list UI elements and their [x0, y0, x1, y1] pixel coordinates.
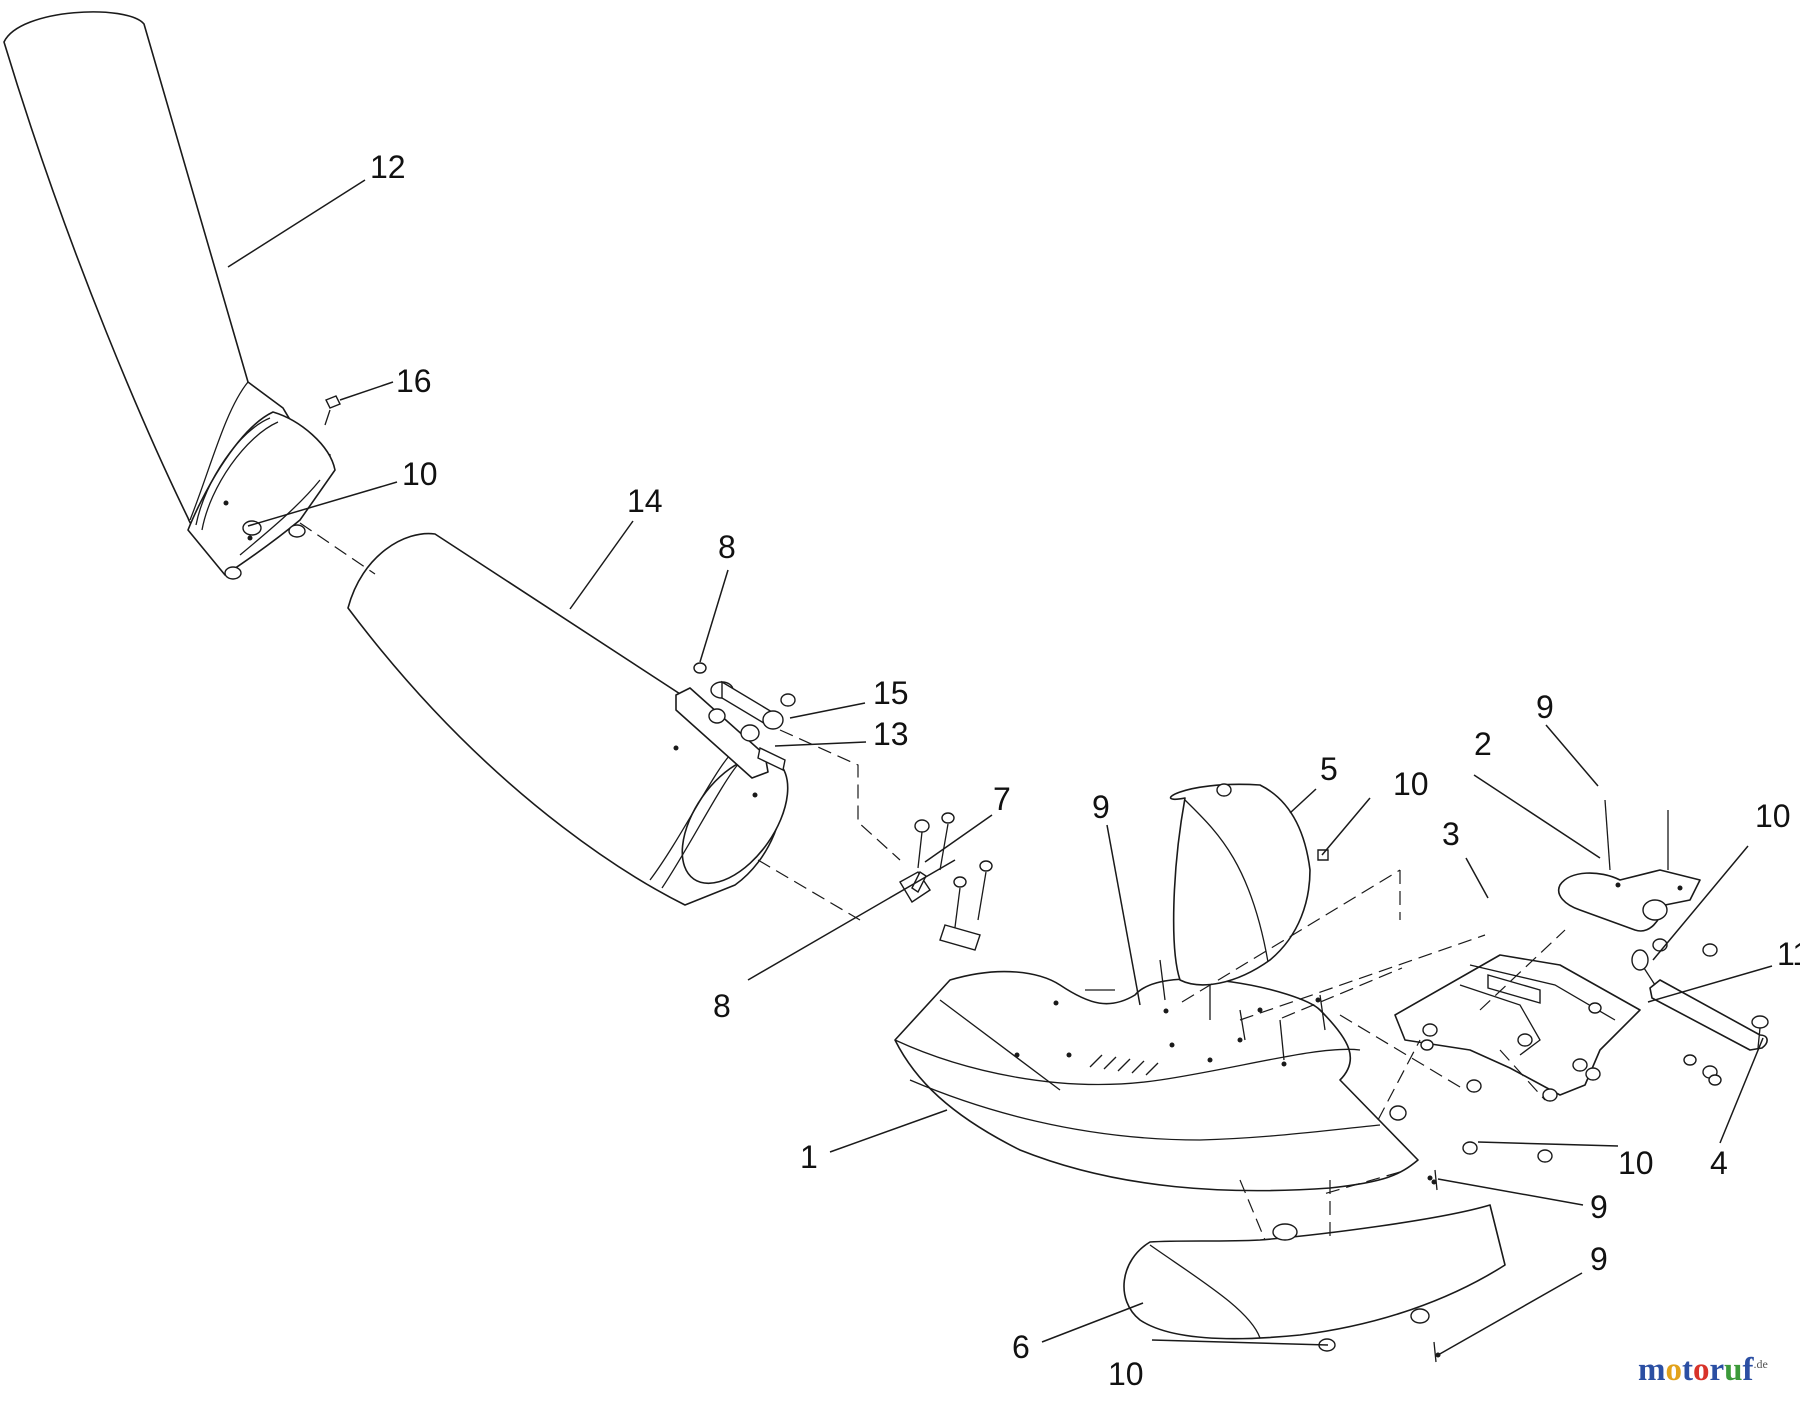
watermark-letter: t	[1682, 1352, 1693, 1388]
callout-10: 10	[1393, 766, 1429, 802]
part-14-straight-tube	[347, 532, 789, 906]
watermark-letter: o	[1693, 1352, 1710, 1388]
leader-lines	[227, 179, 1773, 1356]
watermark-logo: motoruf.de	[1638, 1352, 1768, 1389]
callout-13: 13	[873, 716, 909, 752]
callout-15: 15	[873, 675, 909, 711]
watermark-letter: r	[1709, 1352, 1725, 1388]
watermark-letter: m	[1638, 1352, 1666, 1388]
part-12-clamp-band	[187, 411, 336, 580]
callout-12: 12	[370, 149, 406, 185]
callout-6: 6	[1012, 1329, 1030, 1365]
callout-9: 9	[1092, 789, 1110, 825]
part-2-bracket	[1558, 799, 1718, 957]
watermark-letter: o	[1665, 1352, 1683, 1388]
callout-11: 11	[1777, 936, 1800, 972]
part-3-pivot-plate	[1394, 954, 1641, 1096]
callout-16: 16	[396, 363, 432, 399]
callout-9: 9	[1590, 1241, 1608, 1277]
callout-7: 7	[993, 781, 1011, 817]
callout-10: 10	[402, 456, 438, 492]
callout-10: 10	[1755, 798, 1791, 834]
callout-3: 3	[1442, 816, 1460, 852]
callout-8: 8	[718, 529, 736, 565]
callout-10: 10	[1108, 1356, 1144, 1392]
part-7-bracket	[899, 812, 993, 951]
part-4-handle-rod	[1631, 949, 1769, 1051]
callout-10: 10	[1618, 1145, 1654, 1181]
watermark-letter: f	[1742, 1352, 1754, 1388]
callout-4: 4	[1710, 1145, 1728, 1181]
callout-1: 1	[800, 1139, 818, 1175]
assembly-lines	[299, 522, 1566, 1241]
callout-9: 9	[1536, 689, 1554, 725]
watermark-suffix: .de	[1753, 1357, 1768, 1371]
callout-labels: 12 16 10 14 8 15 13 7 8 9 5 10 9 2 3 10 …	[370, 149, 1800, 1392]
part-5-deflector	[1169, 783, 1329, 986]
callout-14: 14	[627, 483, 663, 519]
callout-5: 5	[1320, 751, 1338, 787]
watermark-letter: u	[1724, 1352, 1743, 1388]
part-16-screw	[324, 395, 341, 426]
part-6-lower-deflector	[1123, 1204, 1506, 1352]
part-1-main-chute	[894, 970, 1419, 1192]
part-13-15-bracket-hardware	[673, 662, 796, 798]
callout-9: 9	[1590, 1189, 1608, 1225]
callout-2: 2	[1474, 726, 1492, 762]
callout-8: 8	[713, 988, 731, 1024]
